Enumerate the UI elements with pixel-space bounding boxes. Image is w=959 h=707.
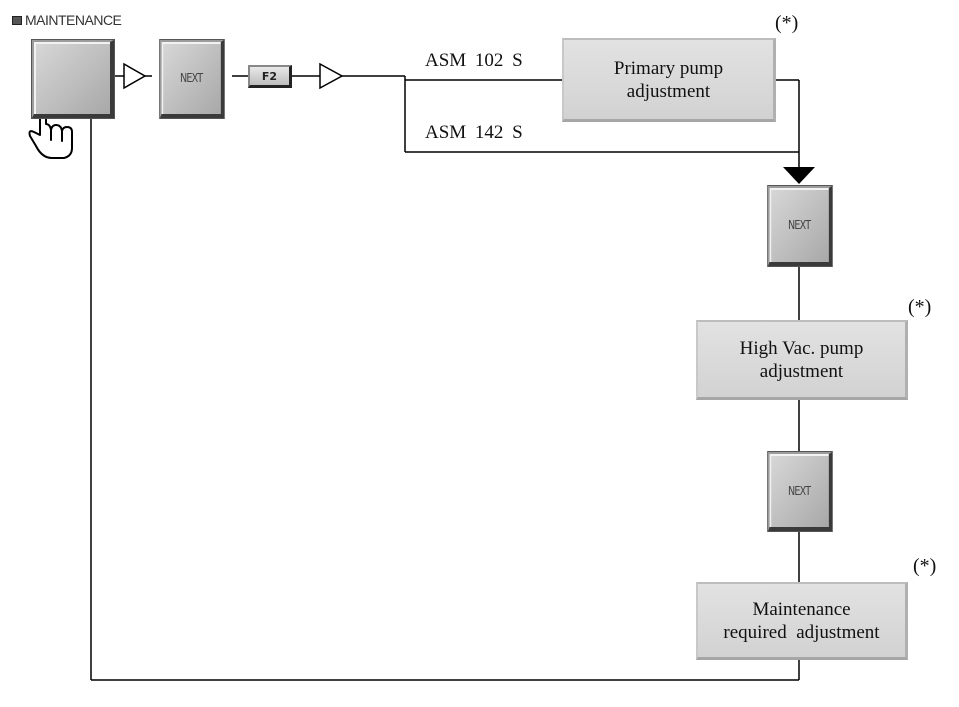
square-icon — [12, 16, 22, 25]
next-button[interactable]: NEXT — [768, 452, 832, 531]
branch-label-asm102: ASM 102 S — [425, 50, 523, 71]
triangle-arrow-icon — [319, 62, 344, 90]
step-label-line: Maintenance — [752, 598, 851, 620]
footnote-marker: (*) — [908, 296, 932, 318]
step-label-line: High Vac. pump — [739, 337, 864, 359]
footnote-marker: (*) — [913, 555, 937, 577]
step-label-line: adjustment — [626, 80, 711, 102]
down-arrow-icon — [783, 167, 815, 184]
high-vac-pump-adjustment-step: High Vac. pump adjustment — [696, 320, 908, 400]
branch-label-asm142: ASM 142 S — [425, 122, 523, 143]
next-button[interactable]: NEXT — [160, 40, 224, 118]
primary-pump-adjustment-step: Primary pump adjustment — [562, 38, 776, 122]
next-button[interactable]: NEXT — [768, 186, 832, 266]
maintenance-required-adjustment-step: Maintenance required adjustment — [696, 582, 908, 660]
triangle-arrow-icon — [123, 62, 147, 90]
step-label-line: Primary pump — [613, 57, 724, 79]
footnote-marker: (*) — [775, 12, 799, 34]
step-label-line: required adjustment — [723, 621, 880, 643]
maintenance-key-button[interactable] — [32, 40, 114, 118]
maintenance-label: MAINTENANCE — [25, 12, 122, 28]
f2-key-button[interactable]: F2 — [248, 65, 292, 88]
step-label-line: adjustment — [759, 360, 844, 382]
